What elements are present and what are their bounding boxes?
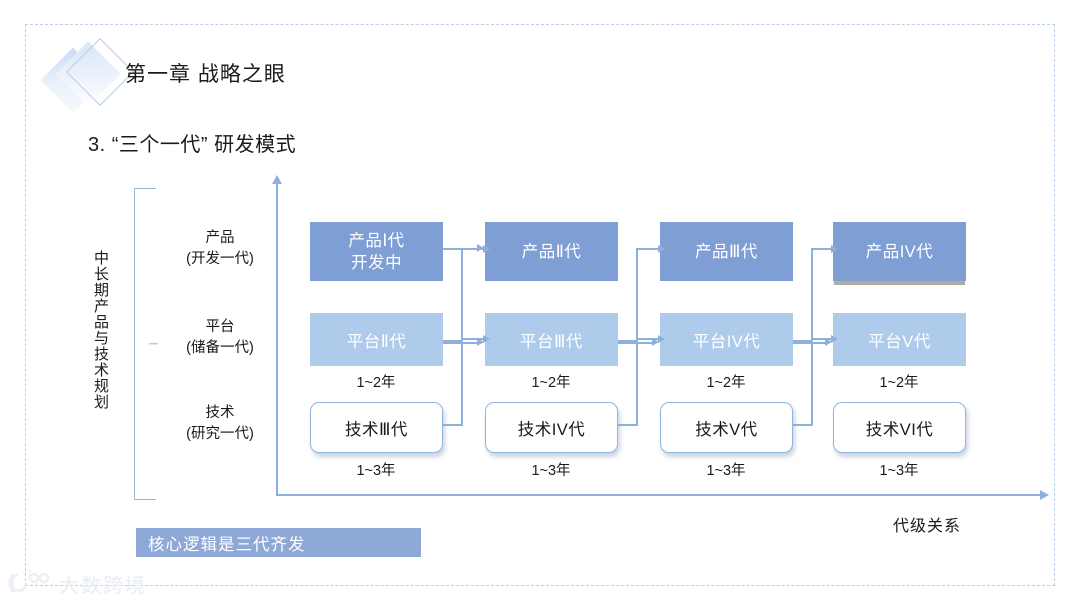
row-label-product: 产品 (开发一代) xyxy=(165,228,275,270)
arrow-up-icon xyxy=(272,175,282,184)
platform-duration-3: 1~2年 xyxy=(706,375,746,391)
product-box-4-line1: 产品IV代 xyxy=(865,242,934,261)
row-label-product-qualifier: (开发一代) xyxy=(186,251,254,267)
arrow-right-icon xyxy=(477,244,484,253)
chapter-title: 第一章 战略之眼 xyxy=(125,63,286,86)
row-label-product-name: 产品 xyxy=(205,230,235,246)
arrow-right-icon xyxy=(652,338,659,347)
tech-box-2-line1: 技术IV代 xyxy=(517,420,586,439)
watermark: 大数跨境 xyxy=(8,566,147,600)
connector-platform1-to-product2 xyxy=(443,240,490,342)
platform-duration-1: 1~2年 xyxy=(356,375,396,391)
platform-duration-4: 1~2年 xyxy=(879,375,919,391)
tech-box-4-line1: 技术VI代 xyxy=(865,420,934,439)
product-box-3-line1: 产品Ⅲ代 xyxy=(695,242,758,261)
product-box-2-line1: 产品Ⅱ代 xyxy=(521,242,582,261)
tech-box-1[interactable]: 技术Ⅲ代 xyxy=(310,402,443,453)
platform-box-2[interactable]: 平台Ⅲ代 xyxy=(485,313,618,366)
key-message-banner-text: 核心逻辑是三代齐发 xyxy=(148,535,306,554)
tech-box-3[interactable]: 技术V代 xyxy=(660,402,793,453)
row-label-tech-qualifier: (研究一代) xyxy=(186,426,254,442)
watermark-text: 大数跨境 xyxy=(59,574,147,597)
arrow-right-icon xyxy=(477,338,484,347)
slide-frame-border xyxy=(25,24,1055,586)
row-label-platform-qualifier: (储备一代) xyxy=(186,340,254,356)
row-label-tech-name: 技术 xyxy=(205,405,235,421)
left-bracket xyxy=(134,188,156,500)
tech-duration-3: 1~3年 xyxy=(706,463,746,479)
horizontal-axis xyxy=(276,490,1049,500)
platform-box-3[interactable]: 平台IV代 xyxy=(660,313,793,366)
platform-box-2-line1: 平台Ⅲ代 xyxy=(520,332,583,351)
tech-duration-1: 1~3年 xyxy=(356,463,396,479)
vertical-axis-label: 中长期产品与技术规划 xyxy=(92,250,109,410)
platform-box-3-line1: 平台IV代 xyxy=(692,332,761,351)
tech-duration-4: 1~3年 xyxy=(879,463,919,479)
tech-box-2[interactable]: 技术IV代 xyxy=(485,402,618,453)
horizontal-axis-caption: 代级关系 xyxy=(893,518,962,535)
connector-platform3-to-platform4 xyxy=(793,338,837,348)
diamond-logo xyxy=(40,38,134,115)
row-label-platform: 平台 (储备一代) xyxy=(165,317,275,359)
platform-box-4-line1: 平台V代 xyxy=(868,332,931,351)
connector-platform2-to-platform3 xyxy=(618,338,664,348)
tech-box-1-line1: 技术Ⅲ代 xyxy=(345,420,408,439)
product-box-1-line1: 产品Ⅰ代 xyxy=(348,231,405,250)
product-box-4[interactable]: 产品IV代 xyxy=(833,222,966,281)
platform-box-4[interactable]: 平台V代 xyxy=(833,313,966,366)
platform-duration-2: 1~2年 xyxy=(531,375,571,391)
section-title: 3. “三个一代” 研发模式 xyxy=(88,134,297,156)
product-box-3[interactable]: 产品Ⅲ代 xyxy=(660,222,793,281)
brand-mark-icon xyxy=(8,570,54,596)
tech-duration-2: 1~3年 xyxy=(531,463,571,479)
tech-box-3-line1: 技术V代 xyxy=(695,420,758,439)
key-message-banner: 核心逻辑是三代齐发 xyxy=(136,528,421,557)
platform-box-1-line1: 平台Ⅱ代 xyxy=(346,332,407,351)
vertical-axis xyxy=(272,175,282,495)
row-label-tech: 技术 (研究一代) xyxy=(165,403,275,445)
product-box-1[interactable]: 产品Ⅰ代 开发中 xyxy=(310,222,443,281)
arrow-right-icon xyxy=(1040,490,1049,500)
tech-box-4[interactable]: 技术VI代 xyxy=(833,402,966,453)
product-box-2[interactable]: 产品Ⅱ代 xyxy=(485,222,618,281)
connector-platform3-to-product4 xyxy=(793,240,838,342)
product-box-1-line2: 开发中 xyxy=(351,253,402,272)
arrow-right-icon xyxy=(825,338,832,347)
platform-box-1[interactable]: 平台Ⅱ代 xyxy=(310,313,443,366)
connector-product1-to-product2 xyxy=(443,244,489,254)
connector-platform2-to-product3 xyxy=(618,240,665,342)
row-label-platform-name: 平台 xyxy=(205,319,235,335)
connector-platform1-to-platform2 xyxy=(443,338,489,348)
